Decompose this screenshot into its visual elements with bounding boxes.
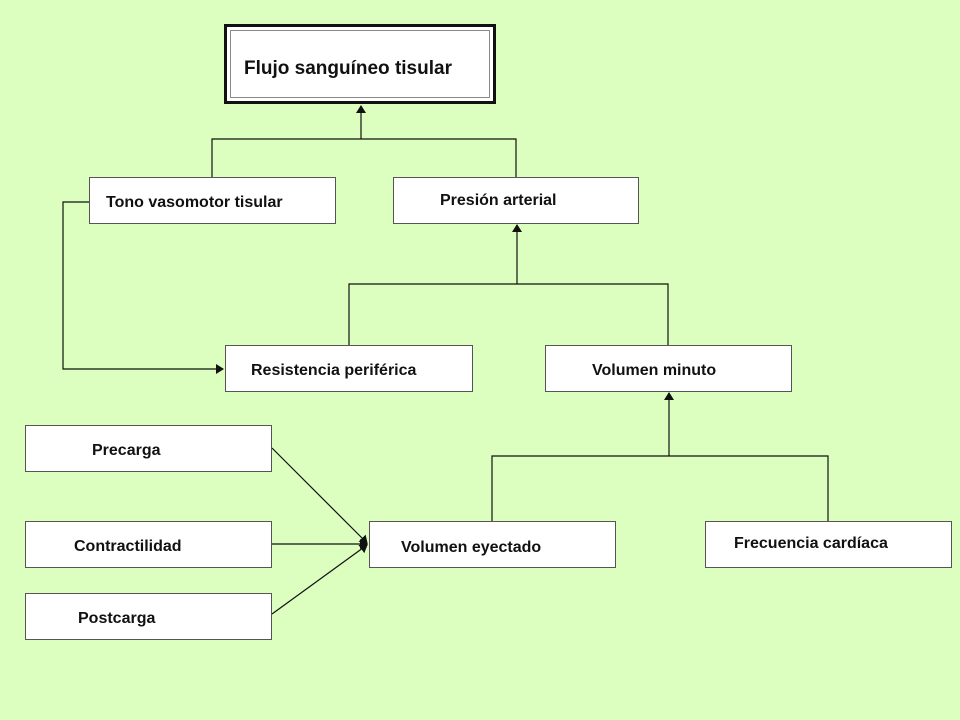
node-contractilidad: Contractilidad [25,521,272,568]
edge-volumen-minuto-to-presion [517,283,669,345]
edge-presion-to-flujo [361,138,517,177]
edge-resistencia-to-presion [348,283,517,345]
node-flujo-label: Flujo sanguíneo tisular [244,58,452,79]
node-volumen-eyectado-label: Volumen eyectado [401,539,542,556]
node-volumen-minuto: Volumen minuto [545,345,792,392]
node-contractilidad-label: Contractilidad [74,538,182,555]
edge-tono-to-flujo [211,138,361,177]
edge-postcarga-to-volumen-eyectado [271,544,368,615]
node-precarga: Precarga [25,425,272,472]
edge-frecuencia-to-volumen-minuto [669,455,829,521]
node-resistencia-periferica: Resistencia periférica [225,345,473,392]
node-frecuencia-label: Frecuencia cardíaca [734,535,888,552]
node-frecuencia-cardiaca: Frecuencia cardíaca [705,521,952,568]
node-volumen-minuto-label: Volumen minuto [592,362,717,379]
node-precarga-label: Precarga [92,442,161,459]
edge-tono-to-resistencia [62,201,224,374]
node-tono-vasomotor-tisular: Tono vasomotor tisular [89,177,336,224]
node-postcarga: Postcarga [25,593,272,640]
node-presion-label: Presión arterial [440,192,557,209]
node-volumen-eyectado: Volumen eyectado [369,521,616,568]
node-presion-arterial: Presión arterial [393,177,639,224]
node-flujo-inner: Flujo sanguíneo tisular [230,30,490,98]
node-tono-label: Tono vasomotor tisular [106,194,283,211]
node-resistencia-label: Resistencia periférica [251,362,417,379]
node-flujo-sanguineo-tisular: Flujo sanguíneo tisular [224,24,496,104]
edge-volumen-eyectado-to-volumen-minuto [491,455,669,521]
node-postcarga-label: Postcarga [78,610,156,627]
edge-precarga-to-volumen-eyectado [271,447,368,544]
